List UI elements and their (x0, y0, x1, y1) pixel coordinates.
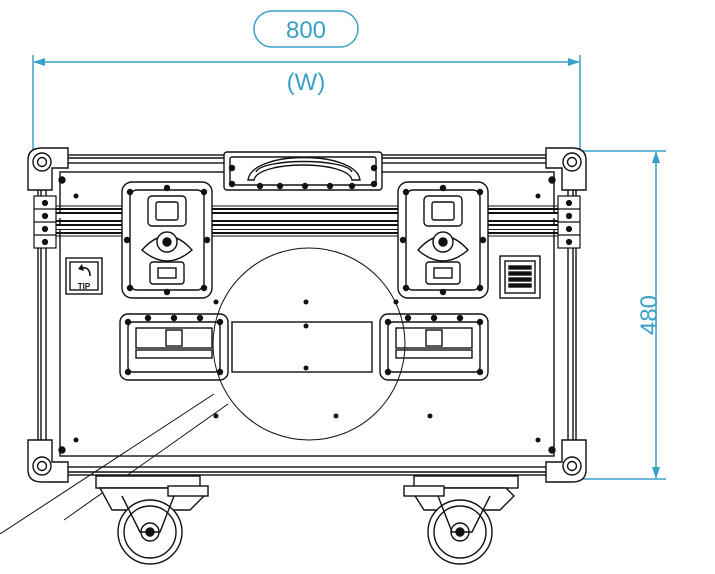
width-label: (W) (287, 69, 326, 96)
side-handle-right (379, 313, 489, 381)
corner-brackets (27, 147, 587, 483)
corner-top-right (545, 147, 587, 191)
caster-right (403, 475, 519, 565)
detail-callout-circle (212, 247, 406, 441)
side-hinges (33, 195, 581, 249)
caster-left (95, 475, 209, 565)
side-handle-left (119, 313, 229, 381)
width-value: 800 (286, 17, 326, 44)
corner-top-left (27, 147, 69, 191)
center-plate (231, 321, 373, 373)
corner-bottom-left (27, 439, 69, 483)
latch-right (397, 181, 489, 299)
width-dimension (32, 10, 581, 150)
case-body (37, 154, 577, 476)
vent-plate (499, 255, 541, 299)
corner-bottom-right (545, 439, 587, 483)
width-value-box (253, 10, 359, 48)
panel-rivets (73, 193, 541, 443)
top-handle (223, 151, 383, 191)
case-outer-frame (37, 154, 577, 476)
height-dimension (580, 150, 666, 480)
height-value: 480 (636, 295, 663, 335)
tip-label-text: TIP (78, 282, 91, 291)
tip-label-plate (65, 257, 103, 295)
detail-callout (0, 247, 406, 535)
latch-left (121, 181, 213, 299)
